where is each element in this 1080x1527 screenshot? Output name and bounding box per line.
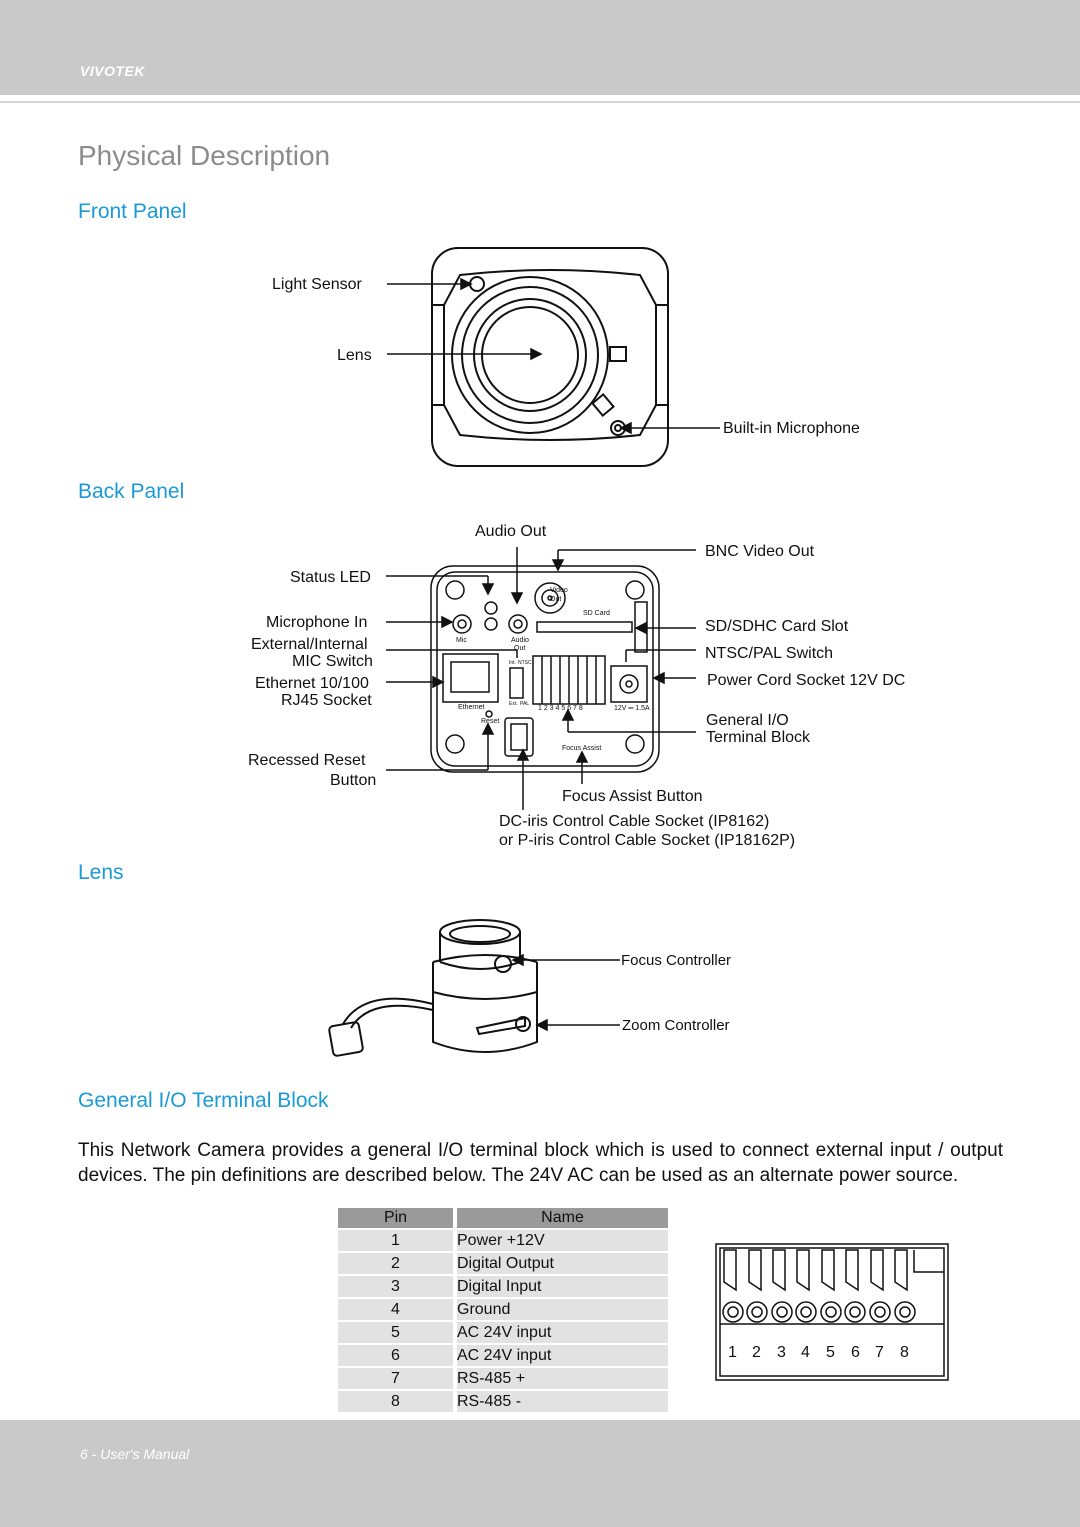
terminal-number: 7 <box>875 1344 884 1361</box>
label-light-sensor: Light Sensor <box>272 276 362 293</box>
header-pin: Pin <box>338 1208 453 1228</box>
label-status-led: Status LED <box>290 569 371 586</box>
page-title: Physical Description <box>78 140 331 171</box>
label-ethernet-2: RJ45 Socket <box>281 692 372 709</box>
panel-text-focus-assist: Focus Assist <box>562 745 602 752</box>
footer-page-number: 6 - User's Manual <box>80 1446 190 1462</box>
terminal-number: 1 <box>728 1344 737 1361</box>
header-divider <box>0 101 1080 103</box>
label-power-socket: Power Cord Socket 12V DC <box>707 672 906 689</box>
panel-text-pins: 1 2 3 4 5 6 7 8 <box>538 705 583 712</box>
label-reset-2: Button <box>330 772 377 789</box>
name-cell: Digital Output <box>457 1253 668 1274</box>
label-gio-2: Terminal Block <box>706 729 811 746</box>
label-dc-iris-2: or P-iris Control Cable Socket (IP18162P… <box>499 832 796 849</box>
terminal-block-diagram <box>715 1243 949 1381</box>
name-cell: AC 24V input <box>457 1322 668 1343</box>
section-heading-back-panel: Back Panel <box>78 480 185 503</box>
label-zoom-controller: Zoom Controller <box>622 1017 730 1034</box>
label-audio-out: Audio Out <box>475 523 547 540</box>
name-cell: Power +12V <box>457 1230 668 1251</box>
terminal-number: 8 <box>900 1344 909 1361</box>
label-microphone-in: Microphone In <box>266 614 368 631</box>
panel-text-video-out: Out <box>550 596 562 603</box>
panel-text-reset: Reset <box>481 718 500 725</box>
label-mic-switch-2: MIC Switch <box>292 653 373 670</box>
terminal-number: 2 <box>752 1344 761 1361</box>
panel-text-audio: Audio <box>511 637 529 644</box>
panel-text-ntsc: NTSC <box>518 660 532 666</box>
pin-cell: 5 <box>338 1322 453 1343</box>
label-bnc-video-out: BNC Video Out <box>705 543 815 560</box>
label-gio-1: General I/O <box>706 712 789 729</box>
terminal-number: 6 <box>851 1344 860 1361</box>
name-cell: Ground <box>457 1299 668 1320</box>
panel-text-int: Int. <box>509 660 516 666</box>
name-cell: RS-485 + <box>457 1368 668 1389</box>
brand-logo: VIVOTEK <box>80 63 145 79</box>
header-band <box>0 0 1080 95</box>
panel-text-video: Video <box>550 587 568 594</box>
label-focus-assist: Focus Assist Button <box>562 788 703 805</box>
header-name: Name <box>457 1208 668 1228</box>
pin-cell: 1 <box>338 1230 453 1251</box>
name-cell: AC 24V input <box>457 1345 668 1366</box>
label-focus-controller: Focus Controller <box>621 952 732 969</box>
panel-text-ethernet: Ethernet <box>458 704 485 711</box>
io-description-paragraph: This Network Camera provides a general I… <box>78 1140 1003 1186</box>
panel-text-pal: PAL <box>520 701 530 707</box>
panel-text-mic: Mic <box>456 637 467 644</box>
label-ntsc-pal: NTSC/PAL Switch <box>705 645 834 662</box>
label-ethernet-1: Ethernet 10/100 <box>255 675 369 692</box>
back-panel-callouts <box>386 547 696 810</box>
label-sd-slot: SD/SDHC Card Slot <box>705 618 849 635</box>
label-built-in-microphone: Built-in Microphone <box>723 420 860 437</box>
terminal-number: 3 <box>777 1344 786 1361</box>
label-reset-1: Recessed Reset <box>248 752 366 769</box>
name-cell: RS-485 - <box>457 1391 668 1412</box>
section-heading-lens: Lens <box>78 861 124 884</box>
pin-cell: 3 <box>338 1276 453 1297</box>
back-panel-diagram <box>430 565 660 773</box>
terminal-number: 5 <box>826 1344 835 1361</box>
label-lens: Lens <box>337 347 372 364</box>
front-panel-diagram <box>431 247 669 467</box>
pin-cell: 6 <box>338 1345 453 1366</box>
front-panel-callouts <box>387 277 720 435</box>
table-header-row: Pin Name <box>338 1208 668 1228</box>
section-heading-front-panel: Front Panel <box>78 200 187 223</box>
name-cell: Digital Input <box>457 1276 668 1297</box>
pin-cell: 7 <box>338 1368 453 1389</box>
section-heading-general-io: General I/O Terminal Block <box>78 1089 329 1112</box>
label-mic-switch-1: External/Internal <box>251 636 368 653</box>
panel-text-voltage: 12V ═ 1.5A <box>614 705 650 712</box>
pin-cell: 8 <box>338 1391 453 1412</box>
panel-text-sd-card: SD Card <box>583 610 610 617</box>
lens-callouts <box>511 953 620 1032</box>
footer-band <box>0 1420 1080 1527</box>
pin-cell: 2 <box>338 1253 453 1274</box>
panel-text-audio-out: Out <box>514 645 526 652</box>
panel-text-ext: Ext. <box>509 701 518 707</box>
label-dc-iris-1: DC-iris Control Cable Socket (IP8162) <box>499 813 770 830</box>
lens-diagram <box>328 919 538 1057</box>
pin-cell: 4 <box>338 1299 453 1320</box>
terminal-number: 4 <box>801 1344 810 1361</box>
